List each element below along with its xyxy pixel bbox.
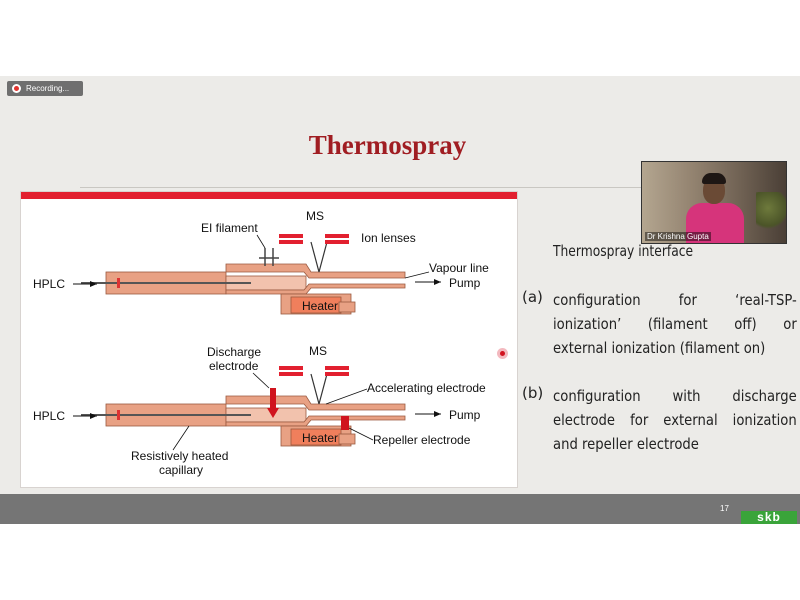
- page-number: 17: [720, 504, 729, 513]
- bullet-b-line-1: configuration with discharge: [553, 387, 797, 405]
- presentation-slide: Recording... Thermospray: [0, 76, 800, 524]
- bottom-ms-label: MS: [309, 344, 327, 358]
- slide-title: Thermospray: [308, 130, 467, 160]
- skb-logo: skb: [741, 511, 797, 524]
- participant-name: Dr Krishna Gupta: [645, 232, 711, 241]
- bullet-b-line-2: electrode for external ionization: [553, 411, 797, 429]
- presenter-hair: [702, 173, 726, 184]
- slide-footer: 17 skb: [0, 494, 800, 524]
- bullet-marker-b: (b): [522, 384, 544, 402]
- bottom-hplc-label: HPLC: [33, 409, 65, 423]
- bottom-discharge-label-2: electrode: [209, 359, 259, 373]
- top-ei-filament-label: EI filament: [201, 221, 258, 235]
- recording-label: Recording...: [26, 84, 70, 93]
- thermospray-diagram: Heater MS EI filament Ion lenses: [20, 191, 518, 488]
- top-hplc-label: HPLC: [33, 277, 65, 291]
- top-configuration: Heater MS EI filament Ion lenses: [33, 209, 489, 315]
- top-ms-label: MS: [306, 209, 324, 223]
- top-heater-label: Heater: [302, 299, 338, 313]
- recording-indicator[interactable]: Recording...: [7, 81, 83, 96]
- bullet-text-a: configuration for ‘real-TSP- ionization’…: [553, 288, 797, 360]
- figure-header-bar: [21, 192, 517, 199]
- bottom-capillary-label-2: capillary: [159, 463, 203, 477]
- title-divider: [80, 187, 785, 188]
- participant-video-tile[interactable]: Dr Krishna Gupta: [641, 161, 787, 244]
- bullet-b-line-3: and repeller electrode: [553, 435, 699, 453]
- diagram-svg: Heater MS EI filament Ion lenses: [33, 209, 489, 477]
- laser-pointer: [497, 348, 508, 359]
- bottom-heater-label: Heater: [302, 431, 338, 445]
- bottom-configuration: Heater Discharge electrode MS Acc: [33, 344, 486, 477]
- video-plant: [756, 192, 786, 232]
- presenter-body: [686, 203, 744, 243]
- bottom-accelerating-label: Accelerating electrode: [367, 381, 486, 395]
- bullet-a-line-1: configuration for ‘real-TSP-: [553, 291, 797, 309]
- bottom-discharge-label-1: Discharge: [207, 345, 261, 359]
- top-pump-label: Pump: [449, 276, 481, 290]
- slide-caption: Thermospray interface: [553, 242, 694, 260]
- record-icon: [12, 84, 21, 93]
- bottom-capillary-label-1: Resistively heated: [131, 449, 228, 463]
- bullet-text-b: configuration with discharge electrode f…: [553, 384, 797, 456]
- bottom-repeller-label: Repeller electrode: [373, 433, 471, 447]
- top-ion-lenses-label: Ion lenses: [361, 231, 416, 245]
- bullet-a-line-3: external ionization (filament on): [553, 339, 766, 357]
- top-vapour-line-label: Vapour line: [429, 261, 489, 275]
- bullet-marker-a: (a): [522, 288, 543, 306]
- bottom-pump-label: Pump: [449, 408, 481, 422]
- bullet-a-line-2: ionization’ (filament off) or: [553, 315, 797, 333]
